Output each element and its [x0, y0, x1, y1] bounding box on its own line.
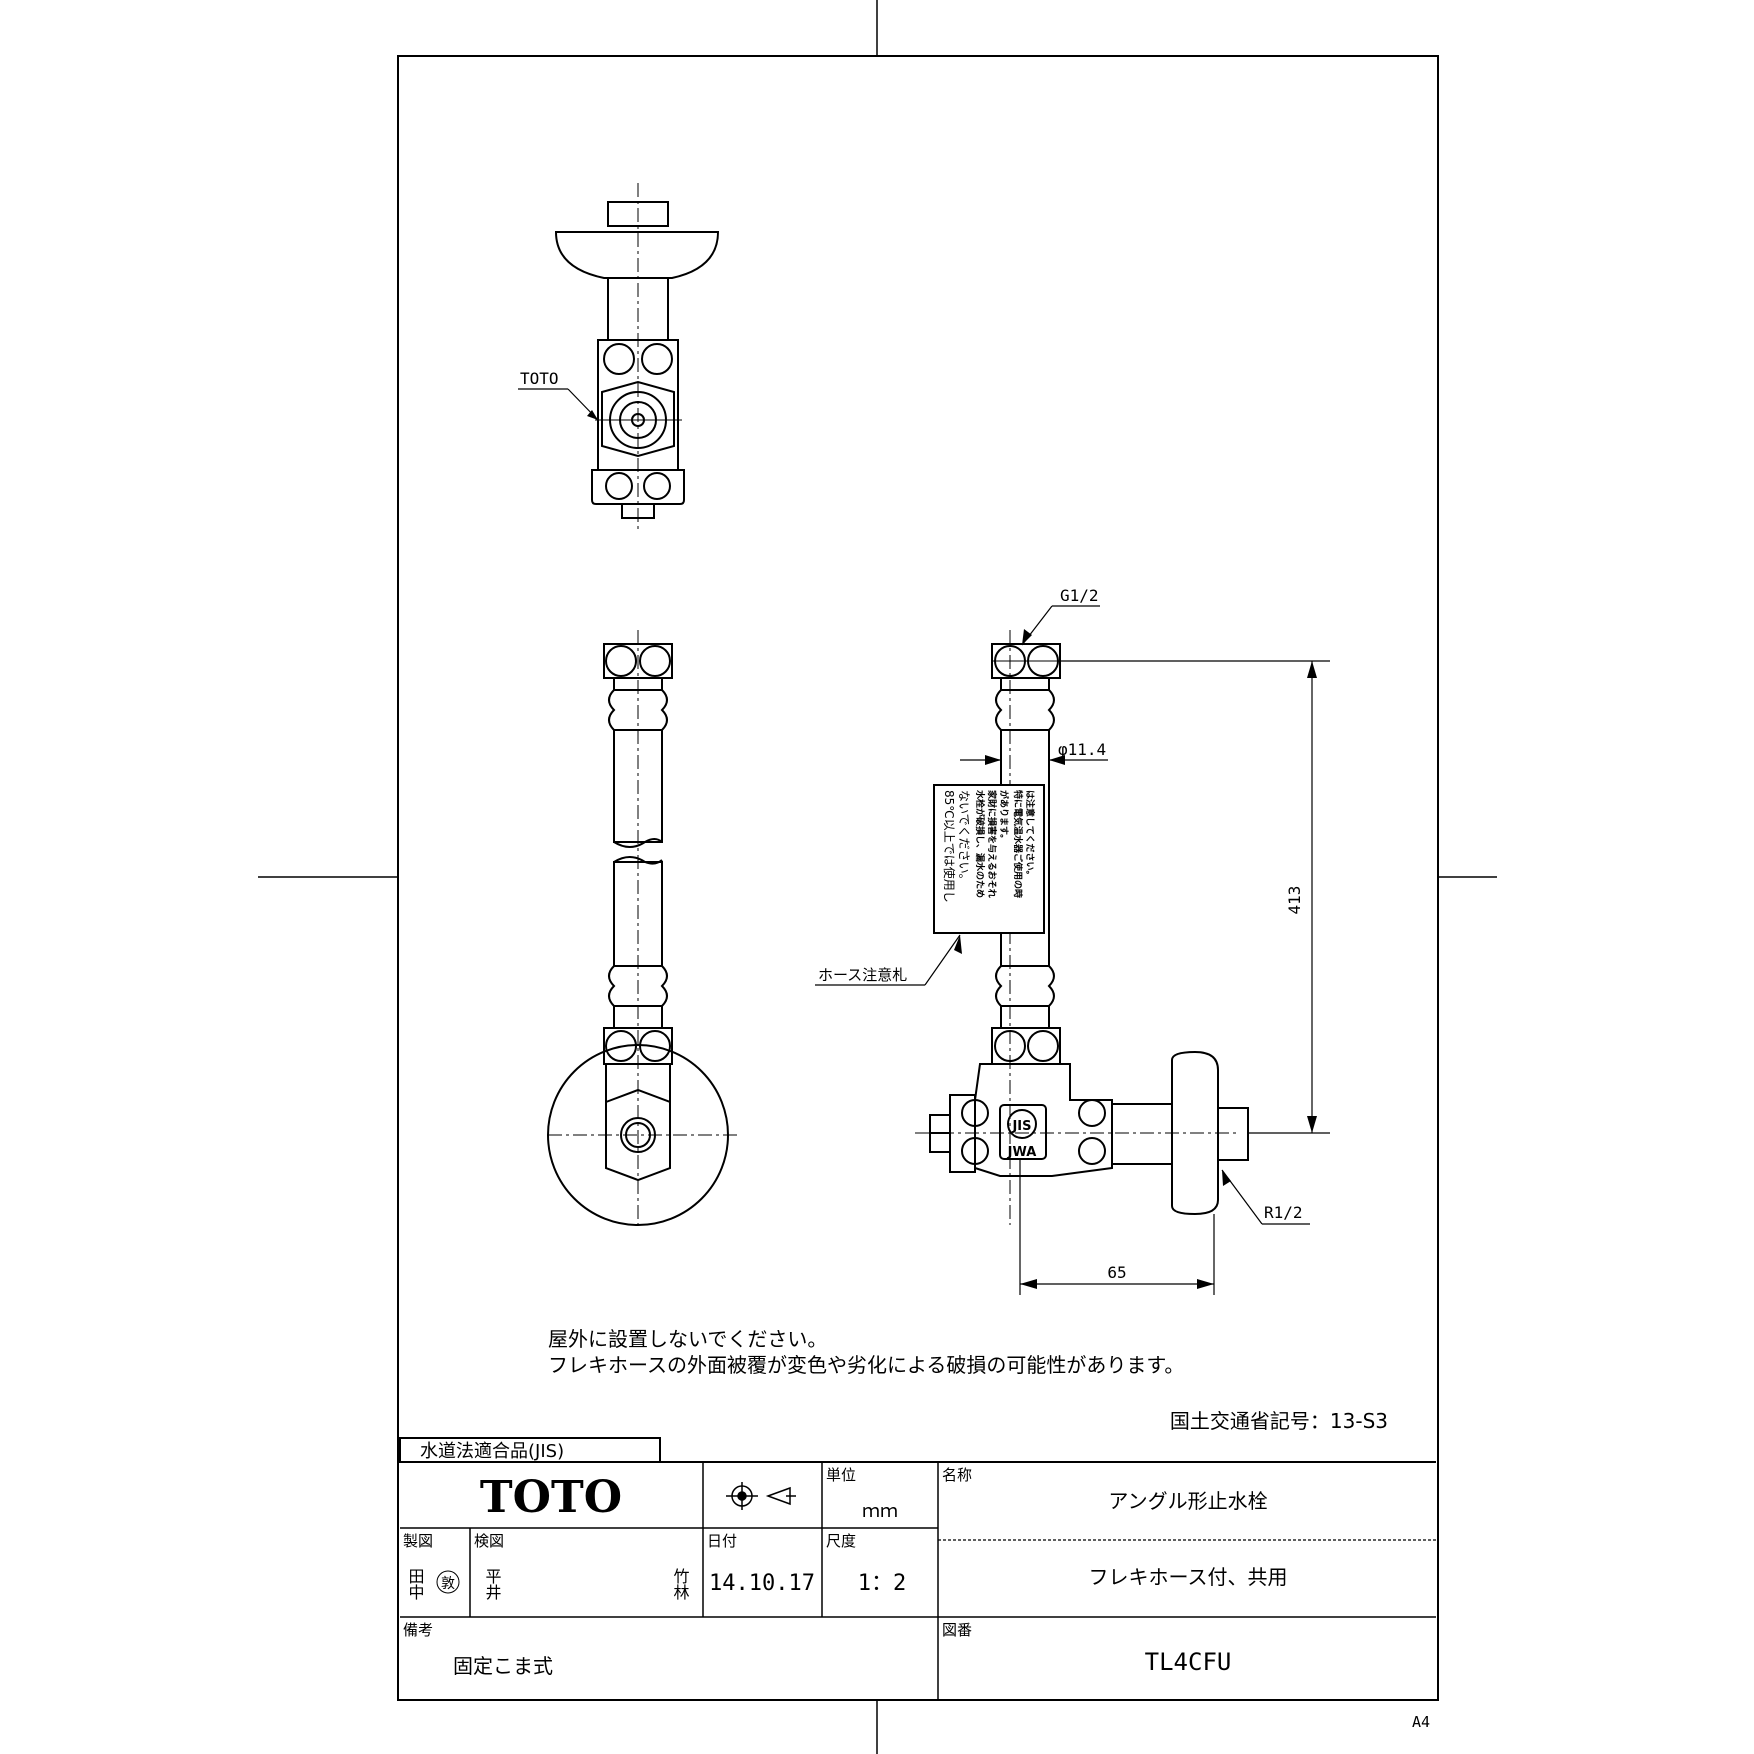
drawing-frame — [397, 55, 1439, 1701]
svg-text:家財に損害を与えるおそれ: 家財に損害を与えるおそれ — [986, 790, 998, 898]
jwwa-mark-text: JWA — [1007, 1145, 1037, 1160]
remarks-value: 固定こま式 — [453, 1654, 553, 1678]
note-line-1: 屋外に設置しないでください。 — [548, 1327, 827, 1351]
dimension-arrowheads — [954, 629, 1317, 1289]
drawing-no-label: 図番 — [942, 1621, 972, 1639]
name-value: アングル形止水栓 — [1108, 1489, 1267, 1513]
projection-symbol — [726, 1482, 796, 1510]
hose-warning-tag-text: 85℃以上では使用し ないでください。 水栓が破損し、漏水のため 家財に損害を与… — [942, 790, 1036, 903]
dimension-lines — [815, 605, 1330, 1295]
jis-mark-text: JIS — [1011, 1119, 1031, 1134]
title-block-lines — [399, 1437, 1436, 1700]
date-value: 14.10.17 — [709, 1571, 815, 1596]
top-view — [518, 183, 720, 532]
dim-height-label: 413 — [1285, 886, 1304, 915]
r-thread-label: R1/2 — [1264, 1203, 1303, 1222]
drawn-name: 田中 — [406, 1568, 425, 1600]
scale-value: 1：2 — [858, 1571, 907, 1596]
drawn-label: 製図 — [403, 1532, 433, 1550]
note-line-2: フレキホースの外面被覆が変色や劣化による破損の可能性があります。 — [548, 1353, 1184, 1377]
sub-name-value: フレキホース付、共用 — [1089, 1565, 1288, 1589]
svg-text:があります。: があります。 — [998, 790, 1010, 843]
front-view — [547, 630, 738, 1226]
checked-name-1: 平井 — [483, 1568, 502, 1600]
drawing-no-value: TL4CFU — [1145, 1648, 1232, 1676]
toto-callout-label: TOTO — [520, 369, 559, 388]
drawn-stamp: 敦 — [441, 1576, 455, 1592]
svg-text:ないでください。: ないでください。 — [957, 790, 971, 886]
hose-warning-tag — [933, 784, 1045, 934]
drawn-stamp-circle — [436, 1570, 460, 1594]
unit-value: ｍｍ — [862, 1501, 898, 1522]
svg-text:水栓が破損し、漏水のため: 水栓が破損し、漏水のため — [974, 790, 986, 898]
approval-label: 水道法適合品(JIS) — [420, 1441, 564, 1462]
paper-size: A4 — [1412, 1713, 1430, 1731]
checked-label: 検図 — [474, 1532, 504, 1550]
toto-arrowhead — [587, 410, 598, 420]
name-label: 名称 — [942, 1466, 972, 1484]
registration-marks — [258, 0, 1497, 1754]
side-view — [915, 630, 1249, 1225]
svg-text:は注意してください。: は注意してください。 — [1024, 790, 1036, 879]
mlit-code: 国土交通省記号：13-S3 — [1170, 1409, 1388, 1433]
hose-tag-callout-label: ホース注意札 — [818, 966, 907, 984]
hose-diameter-label: φ11.4 — [1058, 740, 1106, 759]
dim-width-label: 65 — [1107, 1263, 1126, 1282]
unit-label: 単位 — [826, 1466, 856, 1484]
remarks-label: 備考 — [403, 1621, 433, 1639]
checked-name-2: 竹林 — [671, 1568, 690, 1600]
date-label: 日付 — [707, 1532, 737, 1550]
svg-text:特に電気温水器ご使用の時: 特に電気温水器ご使用の時 — [1012, 790, 1024, 898]
toto-logo: TOTO — [480, 1472, 622, 1523]
g-thread-label: G1/2 — [1060, 586, 1099, 605]
svg-text:85℃以上では使用し: 85℃以上では使用し — [942, 790, 957, 903]
jis-plate-marks: JIS JWA — [1007, 1119, 1037, 1160]
scale-label: 尺度 — [826, 1532, 856, 1550]
